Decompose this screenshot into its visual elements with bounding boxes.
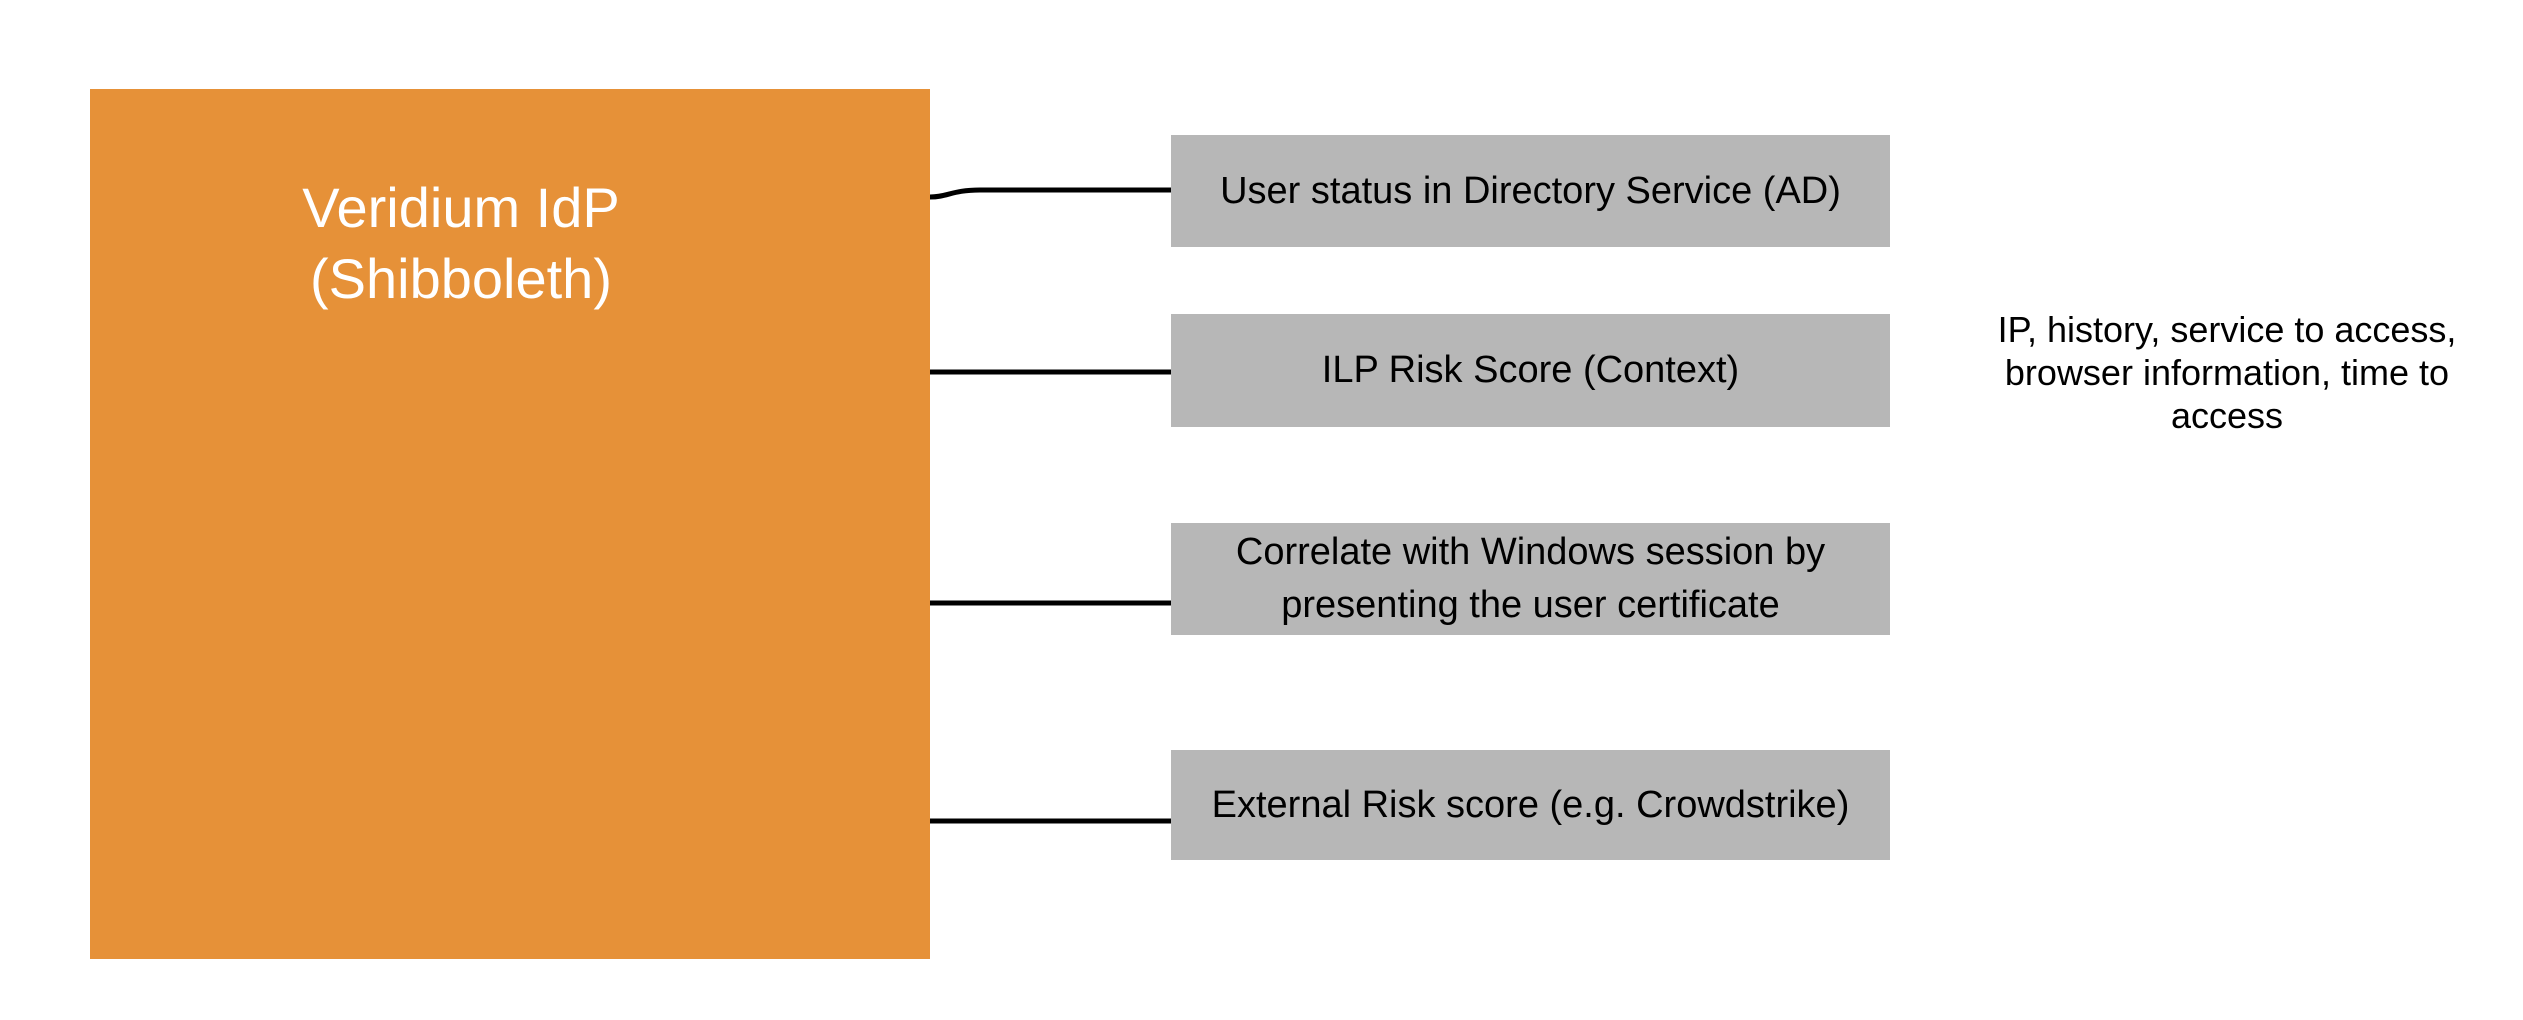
signal-box-user-status-label: User status in Directory Service (AD) xyxy=(1220,169,1841,212)
signal-box-ilp-risk-score: ILP Risk Score (Context) xyxy=(1171,314,1890,427)
context-note-text: IP, history, service to access, browser … xyxy=(1997,309,2457,436)
signal-box-correlate-session: Correlate with Windows session by presen… xyxy=(1171,523,1890,635)
signal-box-correlate-session-label: Correlate with Windows session by presen… xyxy=(1235,531,1826,626)
signal-box-ilp-risk-score-label: ILP Risk Score (Context) xyxy=(1321,349,1740,391)
veridium-idp-label: Veridium IdP (Shibboleth) xyxy=(302,176,620,310)
connector-line-1 xyxy=(929,187,1171,200)
signal-box-external-risk-score: External Risk score (e.g. Crowdstrike) xyxy=(1171,750,1890,860)
signal-box-user-status: User status in Directory Service (AD) xyxy=(1171,135,1890,247)
signal-box-external-risk-score-label: External Risk score (e.g. Crowdstrike) xyxy=(1211,783,1850,826)
veridium-idp-box: Veridium IdP (Shibboleth) xyxy=(90,89,930,959)
context-note: IP, history, service to access, browser … xyxy=(1962,308,2492,437)
